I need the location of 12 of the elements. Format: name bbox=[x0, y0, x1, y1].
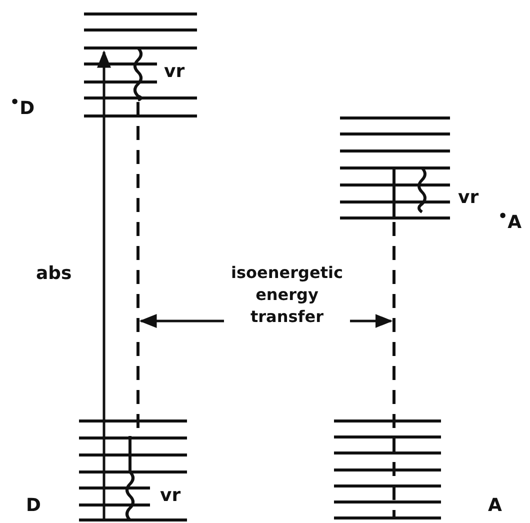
arrow bbox=[139, 314, 224, 328]
arrow bbox=[350, 314, 393, 328]
relaxation-label: vr bbox=[164, 62, 185, 82]
state-label: $^{•}$D bbox=[10, 92, 35, 119]
state-label: A bbox=[488, 496, 502, 516]
relaxation-label: vr bbox=[458, 188, 479, 208]
annotation-text: isoenergetic energy transfer bbox=[228, 262, 346, 328]
relaxation-label: vr bbox=[160, 486, 181, 506]
transition-label: abs bbox=[36, 264, 72, 284]
state-label: D bbox=[26, 496, 41, 516]
dashed-transition-line bbox=[392, 222, 396, 518]
state-label: $^{•}$A bbox=[498, 206, 522, 233]
